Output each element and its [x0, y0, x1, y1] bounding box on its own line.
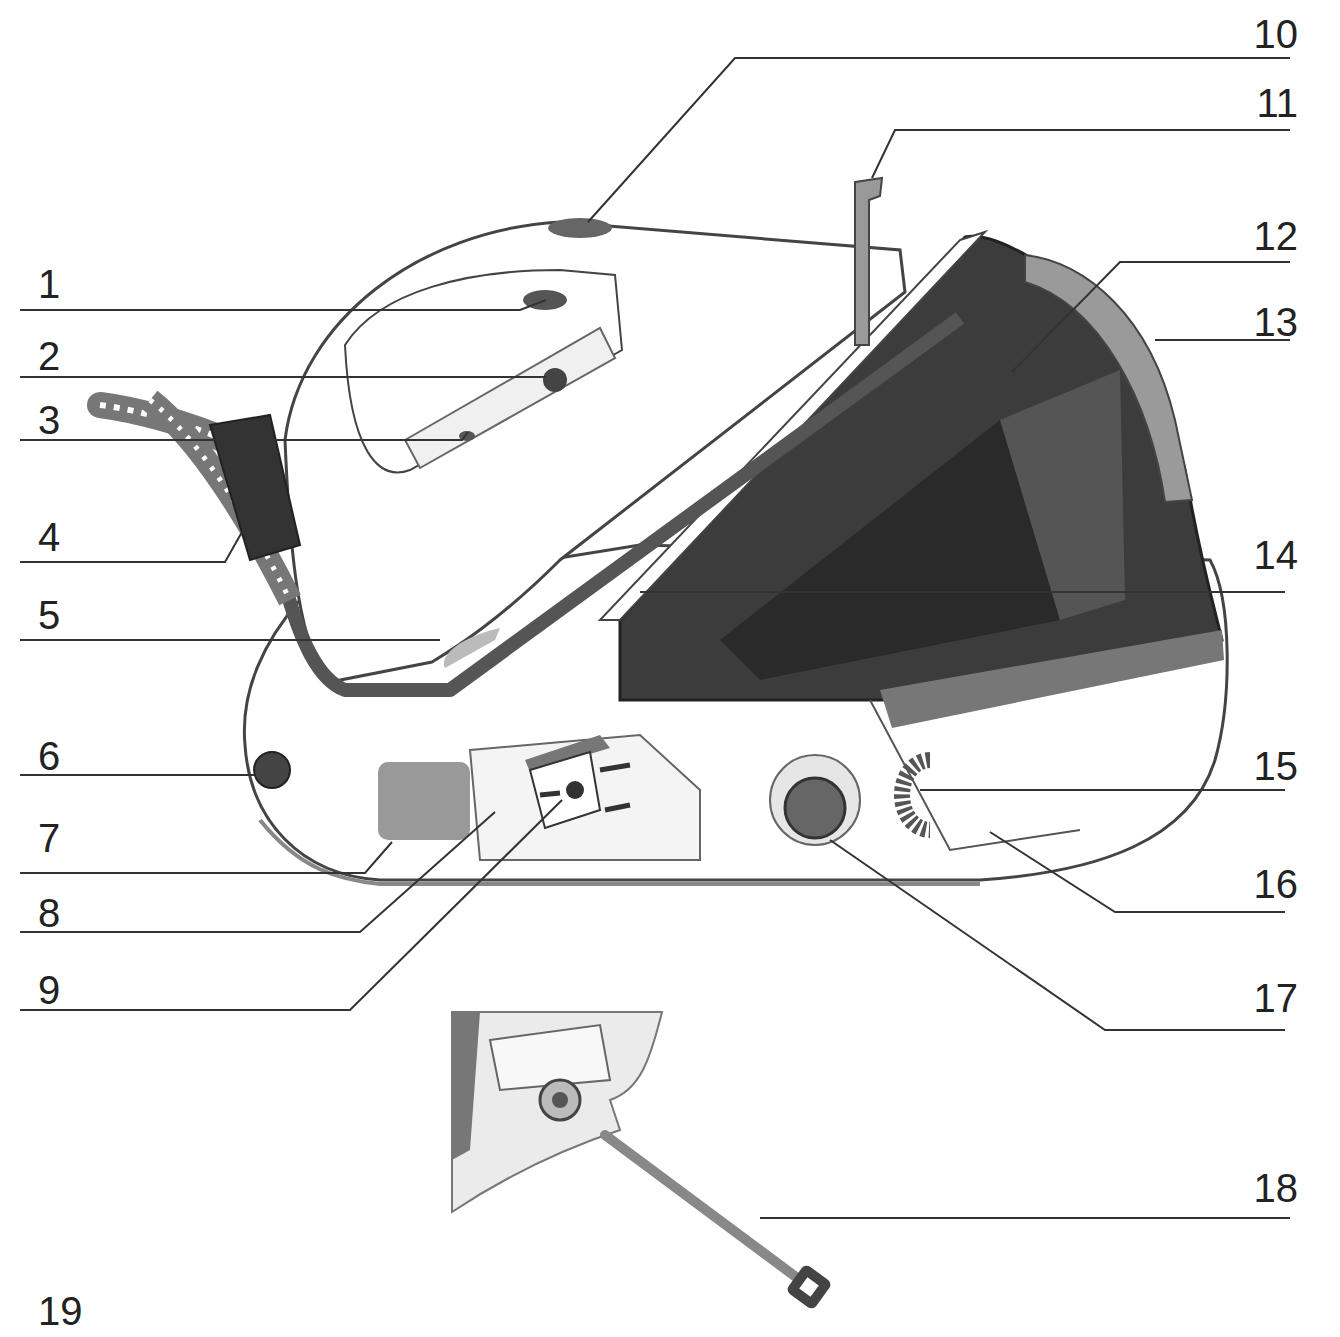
- anti-scale-knob: [785, 778, 845, 838]
- callout-number: 12: [1254, 214, 1299, 258]
- cleaning-tool: [605, 1135, 800, 1280]
- leader-line: [640, 591, 1285, 593]
- panel-edge: [870, 700, 1080, 850]
- plug-pin: [605, 805, 630, 810]
- callout-number: 6: [38, 734, 60, 778]
- power-switch: [254, 752, 290, 788]
- callout-number: 10: [1254, 12, 1299, 56]
- callout-number: 15: [1254, 744, 1299, 788]
- callout-number: 18: [1254, 1166, 1299, 1210]
- callout-number: 2: [38, 334, 60, 378]
- inset-valve: [540, 1080, 580, 1120]
- inset-shade: [452, 1012, 480, 1160]
- display-panel: [378, 762, 470, 840]
- leader-line: [872, 130, 1290, 178]
- callout-number: 13: [1254, 300, 1299, 344]
- plug-pin: [600, 765, 630, 770]
- callout-number: 9: [38, 968, 60, 1012]
- tank-inner-wall: [1000, 370, 1125, 620]
- cord-compartment: [470, 735, 700, 860]
- callout-number: 3: [38, 398, 60, 442]
- callout-number: 16: [1254, 862, 1299, 906]
- leader-line: [20, 432, 468, 440]
- leader-line: [990, 832, 1285, 912]
- handle-grip: [405, 328, 615, 468]
- callout-number: 7: [38, 816, 60, 860]
- leader-line: [830, 840, 1285, 1030]
- leader-line: [20, 842, 392, 873]
- iron-handle: [345, 270, 622, 472]
- leader-line: [20, 639, 440, 641]
- leader-line: [20, 812, 495, 932]
- callout-number: 11: [1256, 81, 1298, 125]
- leader-line: [20, 300, 546, 310]
- lock-button: [543, 368, 567, 392]
- leader-lines: [20, 58, 1290, 1218]
- leader-line: [20, 376, 546, 378]
- leader-line: [1012, 262, 1290, 372]
- callout-number: 17: [1254, 976, 1299, 1020]
- tank-band: [880, 630, 1224, 728]
- knob-ring: [770, 755, 860, 845]
- callout-number: 5: [38, 593, 60, 637]
- leader-line: [20, 800, 562, 1010]
- leader-line: [760, 1217, 1290, 1219]
- top-button: [548, 218, 612, 238]
- leader-line: [920, 789, 1285, 791]
- iron-rest-marker: [444, 628, 500, 668]
- indicator-ring: [902, 760, 930, 830]
- carry-handle: [1025, 255, 1192, 502]
- lock-lever: [855, 178, 882, 345]
- plug: [530, 752, 600, 828]
- callout-number: 19: [38, 1289, 83, 1333]
- inset-valve-center: [552, 1092, 568, 1108]
- callout-number: 1: [38, 262, 60, 306]
- callout-number: 4: [38, 515, 60, 559]
- hose-holder: [210, 415, 300, 560]
- callout-number: 8: [38, 891, 60, 935]
- iron-body: [285, 222, 905, 682]
- callout-number: 14: [1254, 533, 1299, 577]
- plug-pin: [540, 793, 560, 795]
- leader-line: [588, 58, 1290, 222]
- inset-detail: [490, 1025, 610, 1090]
- plug-socket: [566, 781, 584, 799]
- tool-hole: [799, 1277, 819, 1297]
- inset-view: [452, 1012, 662, 1212]
- tool-head: [785, 1263, 832, 1310]
